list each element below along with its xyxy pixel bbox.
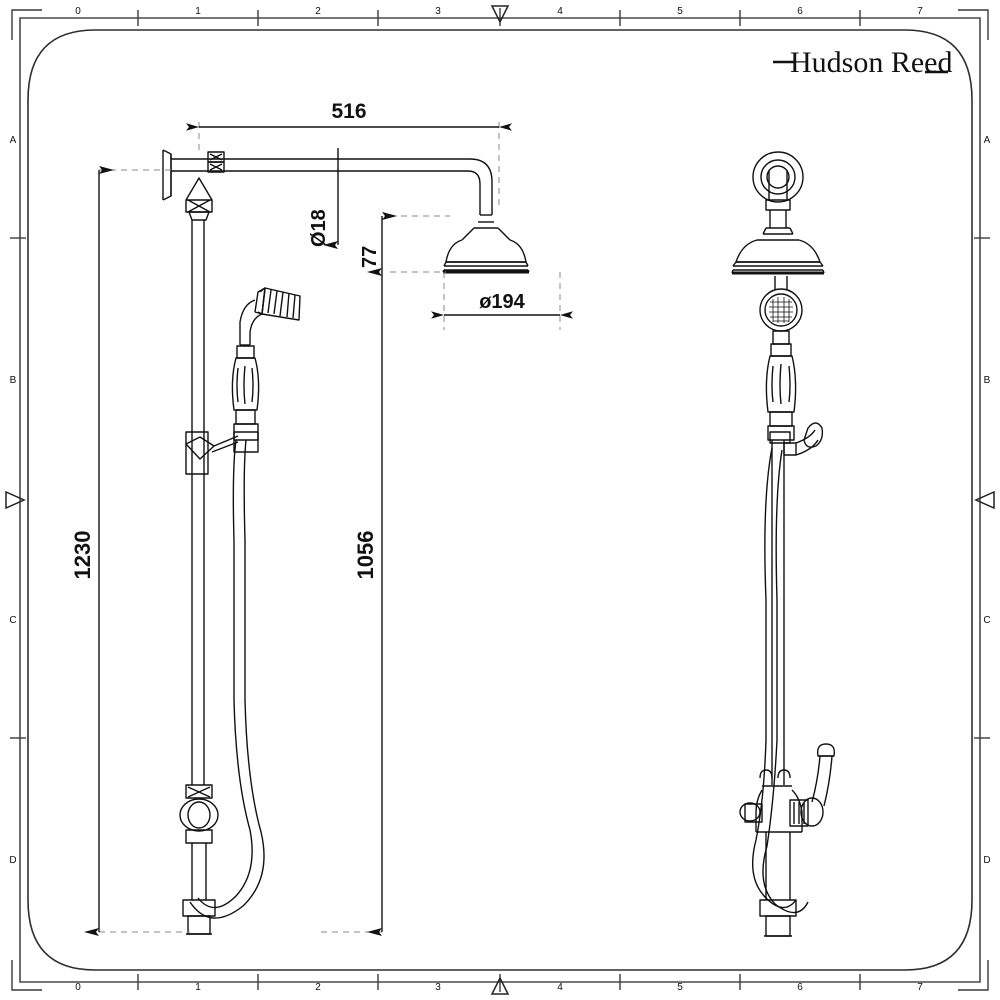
ruler-label-right: C xyxy=(983,615,990,626)
ruler-label-top: 1 xyxy=(195,6,201,17)
slider-bracket xyxy=(185,431,259,475)
border-ruler-top xyxy=(137,8,861,26)
ruler-label-top: 0 xyxy=(75,6,81,17)
center-arrow-marker-right xyxy=(974,490,995,510)
front-elevation-view xyxy=(731,151,836,937)
dimension-label-516: 516 xyxy=(331,100,366,123)
border-ruler-right xyxy=(974,237,990,739)
riser-tee-body xyxy=(185,177,213,221)
ruler-label-right: A xyxy=(984,135,991,146)
border-ruler-bottom xyxy=(137,974,861,992)
front-flexible-hose xyxy=(751,447,809,914)
brand-logo: Hudson Reed xyxy=(773,46,952,79)
center-arrow-marker-left xyxy=(5,490,26,510)
bottom-outlet-fitting xyxy=(182,899,216,935)
flexible-hose xyxy=(189,439,265,919)
handset-neck xyxy=(239,299,263,346)
side-elevation-view xyxy=(162,149,530,935)
overhead-shower-head-side xyxy=(442,214,530,274)
dimension-label-1230: 1230 xyxy=(70,531,95,580)
dimension-label-dia194: ø194 xyxy=(479,291,525,313)
ruler-label-bottom: 1 xyxy=(195,982,201,993)
front-bottom-fitting xyxy=(759,899,797,937)
ruler-label-right: D xyxy=(983,855,990,866)
valve-body-front xyxy=(739,743,836,900)
wall-flange xyxy=(162,149,172,201)
dimension-label-77: 77 xyxy=(359,246,381,268)
overhead-shower-head-front xyxy=(731,239,825,275)
arm-collar-nut xyxy=(207,151,225,173)
shower-arm-horizontal xyxy=(171,158,493,215)
ruler-label-top: 6 xyxy=(797,6,803,17)
ruler-label-top: 3 xyxy=(435,6,441,17)
front-wall-rosette xyxy=(752,151,804,203)
handset-handle xyxy=(231,345,260,441)
sheet-border xyxy=(11,9,989,991)
border-ruler-right-labels: A B C D xyxy=(983,135,990,866)
border-ruler-bottom-labels: 0 1 2 3 4 5 6 7 xyxy=(75,982,923,993)
ruler-label-top: 7 xyxy=(917,6,923,17)
ruler-label-bottom: 4 xyxy=(557,982,563,993)
riser-rail xyxy=(191,220,205,785)
brand-logo-text: Hudson Reed xyxy=(790,46,952,79)
ruler-label-right: B xyxy=(984,375,991,386)
dimension-1056: 1056 xyxy=(320,272,383,936)
ruler-label-left: C xyxy=(9,615,16,626)
front-riser-rail xyxy=(771,440,785,785)
ruler-label-bottom: 3 xyxy=(435,982,441,993)
front-drop-arm xyxy=(762,170,794,235)
handset-front xyxy=(759,276,803,441)
dimension-1230: 1230 xyxy=(70,166,190,936)
dimension-dia18: Ø18 xyxy=(308,148,339,249)
ruler-label-left: D xyxy=(9,855,16,866)
ruler-label-bottom: 7 xyxy=(917,982,923,993)
dimension-dia194: ø194 xyxy=(431,272,573,330)
ruler-label-left: B xyxy=(10,375,17,386)
ruler-label-bottom: 6 xyxy=(797,982,803,993)
dimension-label-1056: 1056 xyxy=(353,531,378,580)
center-arrow-marker-bottom xyxy=(490,976,510,995)
center-arrow-marker-top xyxy=(490,5,510,24)
dimension-label-dia18: Ø18 xyxy=(308,209,330,247)
handset-spray-head xyxy=(254,287,301,321)
ruler-label-bottom: 5 xyxy=(677,982,683,993)
ruler-label-bottom: 2 xyxy=(315,982,321,993)
ruler-label-left: A xyxy=(10,135,17,146)
border-ruler-top-labels: 0 1 2 3 4 5 6 7 xyxy=(75,6,923,17)
border-ruler-left-labels: A B C D xyxy=(9,135,16,866)
ruler-label-top: 5 xyxy=(677,6,683,17)
dimension-516: 516 xyxy=(186,100,512,205)
dimension-77: 77 xyxy=(359,212,450,276)
ruler-label-bottom: 0 xyxy=(75,982,81,993)
diverter-handle-upper xyxy=(769,422,824,456)
border-ruler-left xyxy=(10,237,26,739)
valve-body-side xyxy=(179,784,219,900)
ruler-label-top: 2 xyxy=(315,6,321,17)
ruler-label-top: 4 xyxy=(557,6,563,17)
